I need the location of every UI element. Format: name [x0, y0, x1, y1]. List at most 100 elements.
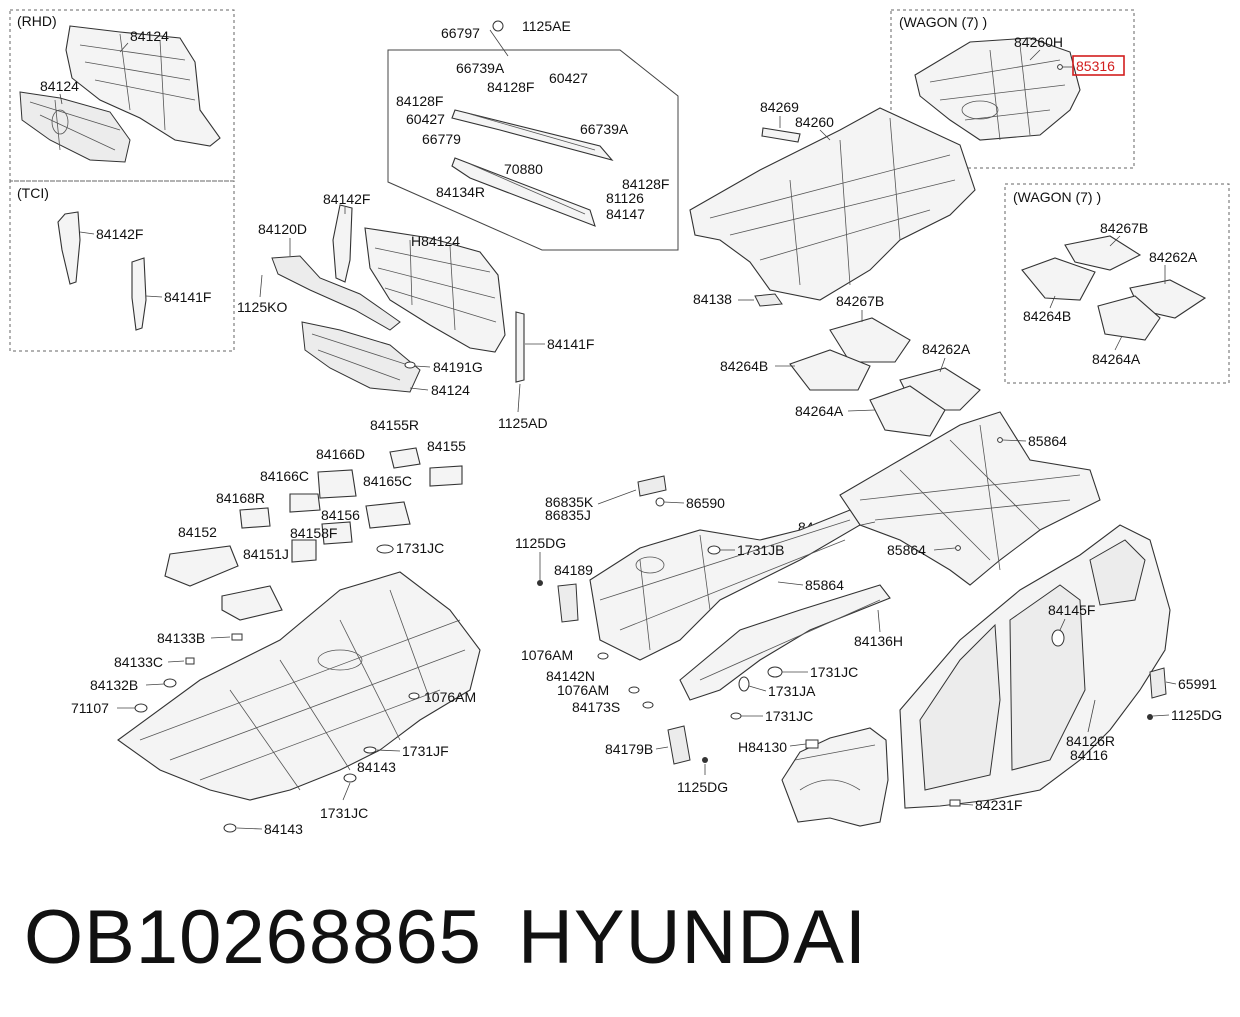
rear-door-opening — [1009, 584, 1086, 771]
callout-1125ad: 1125AD — [498, 415, 548, 431]
pad-84165c — [365, 501, 411, 529]
cowl-side-trim — [332, 204, 353, 283]
callout-1125dg: 1125DG — [1171, 707, 1222, 723]
floor-bracket — [754, 293, 783, 307]
callout-84156: 84156 — [321, 507, 360, 523]
callout-84260h: 84260H — [1014, 34, 1063, 50]
pad-84151j — [221, 585, 283, 621]
floor-mat-84264b — [789, 349, 871, 391]
callout-84116: 84116 — [1070, 747, 1108, 763]
callout-84264a: 84264A — [795, 403, 844, 419]
wagon-inset-b: (WAGON (7) ) 84267B 84262A 84264B 84264A — [1004, 183, 1230, 384]
callout-1731jf: 1731JF — [402, 743, 449, 759]
callout-h84130: H84130 — [738, 739, 787, 755]
pad-84152 — [164, 545, 239, 587]
callout-84124: 84124 — [431, 382, 470, 398]
pad-84158f — [291, 539, 317, 563]
callout-85864: 85864 — [805, 577, 844, 593]
callout-85864: 85864 — [1028, 433, 1067, 449]
callout-84155: 84155 — [427, 438, 466, 454]
callout-86835j: 86835J — [545, 507, 591, 523]
callout-84264a: 84264A — [1092, 351, 1141, 367]
front-fender — [781, 727, 889, 827]
cowl-bar-lower — [451, 157, 596, 227]
callout-86835k: 86835K — [545, 494, 594, 510]
callout-1731jc: 1731JC — [765, 708, 813, 724]
callout-66739a: 66739A — [456, 60, 505, 76]
callout-1731jc: 1731JC — [320, 805, 368, 821]
callout-84168r: 84168R — [216, 490, 265, 506]
callout-h84124: H84124 — [411, 233, 460, 249]
highlighted-part-box — [1072, 55, 1125, 76]
callout-84155r: 84155R — [370, 417, 419, 433]
callout-84145f: 84145F — [1048, 602, 1095, 618]
callout-66797: 66797 — [441, 25, 480, 41]
bracket-86590 — [637, 475, 667, 497]
callout-1076am: 1076AM — [424, 689, 476, 705]
callout-84264b: 84264B — [1023, 308, 1071, 324]
callout-60427: 60427 — [406, 111, 445, 127]
floor-pad-group: 84155R 84166D 84155 84166C 84165C 84168R… — [71, 417, 481, 837]
callout-84151j: 84151J — [243, 546, 289, 562]
quarter-window-opening — [1089, 539, 1146, 606]
callout-65991: 65991 — [1178, 676, 1217, 692]
inset-title-wagon: (WAGON (7) ) — [899, 14, 987, 30]
pad-84156 — [321, 521, 353, 545]
front-floor-pan — [117, 571, 481, 801]
callout-85864: 85864 — [887, 542, 926, 558]
callout-84142f: 84142F — [323, 191, 370, 207]
callout-66779: 66779 — [422, 131, 461, 147]
floor-mat-wagon-b-left — [1021, 257, 1096, 301]
pad-84155r — [389, 447, 421, 469]
callout-1731jc: 1731JC — [396, 540, 444, 556]
callout-84231f: 84231F — [975, 797, 1022, 813]
callout-84134r: 84134R — [436, 184, 485, 200]
callout-85316-highlighted[interactable]: 85316 — [1076, 58, 1115, 74]
footer-caption: OB10268865 HYUNDAI — [24, 888, 1224, 988]
callout-84143: 84143 — [264, 821, 303, 837]
cowl-crossmember-group: 66797 1125AE 66739A 60427 84128F 84128F … — [387, 18, 679, 251]
callout-66739a: 66739A — [580, 121, 629, 137]
pillar-trim — [515, 311, 525, 383]
callout-84260: 84260 — [795, 114, 834, 130]
pad-84168r — [239, 507, 271, 529]
floor-carpet-group: 84269 84260 84138 — [689, 99, 976, 307]
callout-1076am: 1076AM — [557, 682, 609, 698]
callout-84269: 84269 — [760, 99, 799, 115]
callout-71107: 71107 — [71, 700, 109, 716]
callout-84124: 84124 — [40, 78, 79, 94]
callout-84264b: 84264B — [720, 358, 768, 374]
callout-81126: 81126 — [606, 190, 644, 206]
callout-84120d: 84120D — [258, 221, 307, 237]
callout-1125dg: 1125DG — [677, 779, 728, 795]
rear-floor-frame-group: 85864 84185A 85864 — [798, 411, 1101, 586]
callout-84262a: 84262A — [922, 341, 971, 357]
parts-diagram: (RHD) 84124 84124 (TCI) 84142F 84141F (W… — [9, 9, 1230, 837]
brand-name: HYUNDAI — [518, 895, 868, 980]
callout-84124: 84124 — [130, 28, 169, 44]
callout-84191g: 84191G — [433, 359, 483, 375]
side-member-group: 86835K 86835J 86590 1125DG 1731JB 84189 … — [515, 475, 903, 795]
bracket-65991 — [1149, 667, 1167, 699]
callout-84132b: 84132B — [90, 677, 138, 693]
callout-1731jb: 1731JB — [737, 542, 784, 558]
inset-title-rhd: (RHD) — [17, 13, 57, 29]
callout-84136h: 84136H — [854, 633, 903, 649]
wagon-inset-a: (WAGON (7) ) 84260H 85316 — [890, 9, 1135, 169]
floor-carpet — [689, 107, 976, 301]
floor-mat-wagon-b — [1064, 235, 1142, 271]
callout-84128f: 84128F — [396, 93, 443, 109]
callout-84128f: 84128F — [622, 176, 669, 192]
rear-floor-frame — [839, 411, 1101, 586]
callout-1731ja: 1731JA — [768, 683, 816, 699]
tci-inset: (TCI) 84142F 84141F — [9, 180, 235, 352]
callout-84267b: 84267B — [1100, 220, 1148, 236]
front-door-opening — [919, 623, 1001, 791]
dash-panel-rhd-upper — [65, 25, 221, 147]
inset-title-tci: (TCI) — [17, 185, 49, 201]
floor-mat-group: 84267B 84262A 84264B 84264A — [720, 293, 981, 437]
bracket-84189 — [557, 583, 579, 623]
pad-84166d — [317, 469, 357, 499]
callout-1125ae: 1125AE — [522, 18, 571, 34]
pillar-trim-tci — [57, 211, 81, 285]
